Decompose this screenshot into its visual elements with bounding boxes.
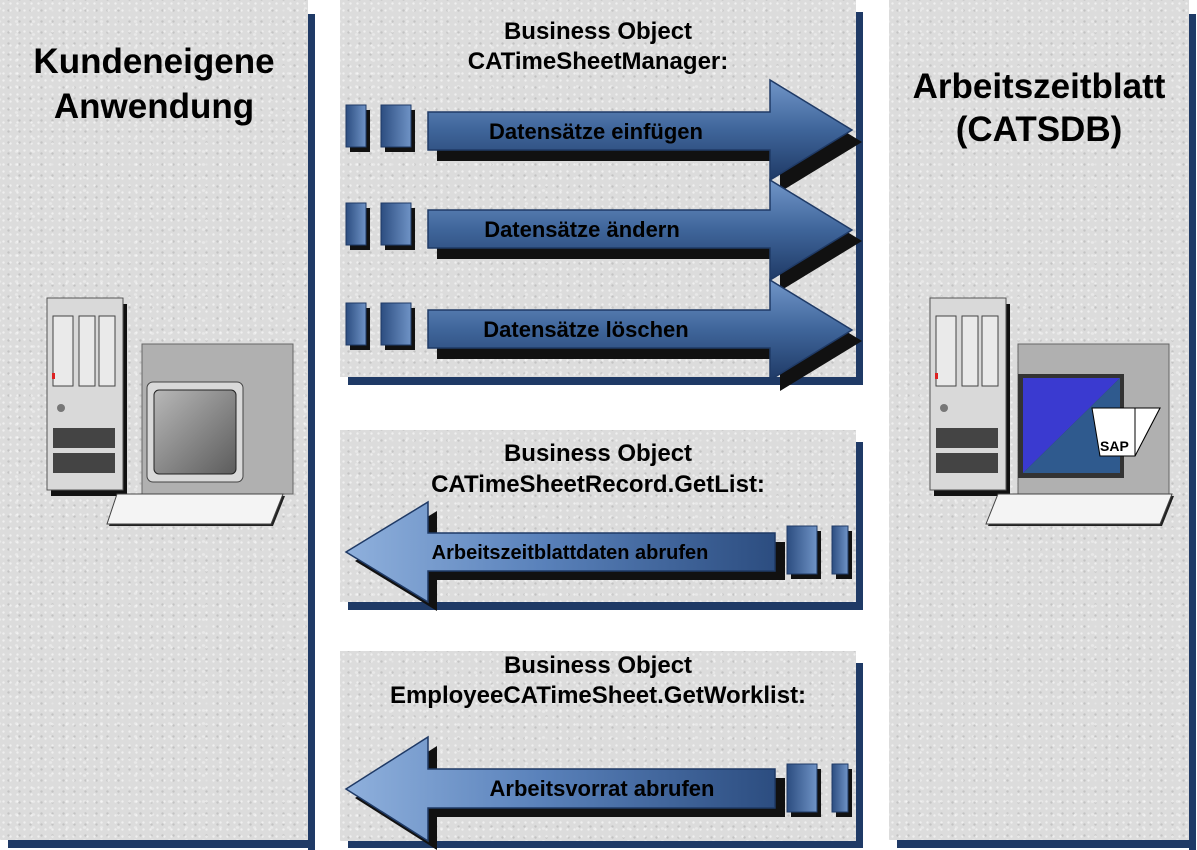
- box1-title-line2: CATimeSheetManager:: [467, 48, 729, 75]
- left-panel-title-line1: Kundeneigene: [33, 42, 275, 81]
- arrow-change-records: [427, 178, 862, 291]
- box3-edge: [856, 663, 863, 848]
- right-panel-title-line2: (CATSDB): [955, 110, 1123, 149]
- box3-title-line1: Business Object: [503, 652, 693, 679]
- box1-title-line1: Business Object: [503, 18, 693, 45]
- box1-bottom-edge: [348, 377, 863, 385]
- box2-edge: [856, 442, 863, 610]
- box3-title-line2: EmployeeCATimeSheet.GetWorklist:: [389, 682, 807, 709]
- computer-sap-icon: SAP: [929, 297, 1174, 526]
- arrow-delete-records: [427, 278, 862, 391]
- data-blocks-row5: [786, 763, 852, 817]
- left-panel-edge: [308, 14, 315, 850]
- data-blocks-row2: [345, 202, 415, 250]
- computer-icon: [46, 297, 294, 526]
- right-panel-bottom-edge: [897, 840, 1196, 848]
- data-blocks-row4: [786, 525, 852, 579]
- right-panel-edge: [1189, 14, 1196, 850]
- left-panel-bottom-edge: [8, 840, 315, 848]
- arrow-insert-records: [427, 78, 862, 192]
- box1-edge: [856, 12, 863, 385]
- box2-title-line1: Business Object: [503, 440, 693, 467]
- arrow-get-worklist: [344, 735, 785, 850]
- data-blocks-row3: [345, 302, 415, 350]
- box2-bottom-edge: [348, 602, 863, 610]
- box2-title-line2: CATimeSheetRecord.GetList:: [431, 471, 765, 498]
- arrow-label-delete: Datensätze löschen: [483, 317, 688, 342]
- sap-label: SAP: [1100, 438, 1129, 454]
- data-blocks-row1: [345, 104, 415, 152]
- box3-bottom-edge: [348, 841, 863, 848]
- arrow-label-insert: Datensätze einfügen: [489, 119, 703, 144]
- arrow-get-timesheet-data: [344, 500, 785, 611]
- arrow-label-change: Datensätze ändern: [484, 217, 680, 242]
- left-panel-title-line2: Anwendung: [53, 87, 255, 126]
- right-panel-title-line1: Arbeitszeitblatt: [912, 67, 1166, 106]
- arrow-label-get-timesheet: Arbeitszeitblattdaten abrufen: [432, 542, 709, 564]
- arrow-label-get-worklist: Arbeitsvorrat abrufen: [490, 776, 715, 801]
